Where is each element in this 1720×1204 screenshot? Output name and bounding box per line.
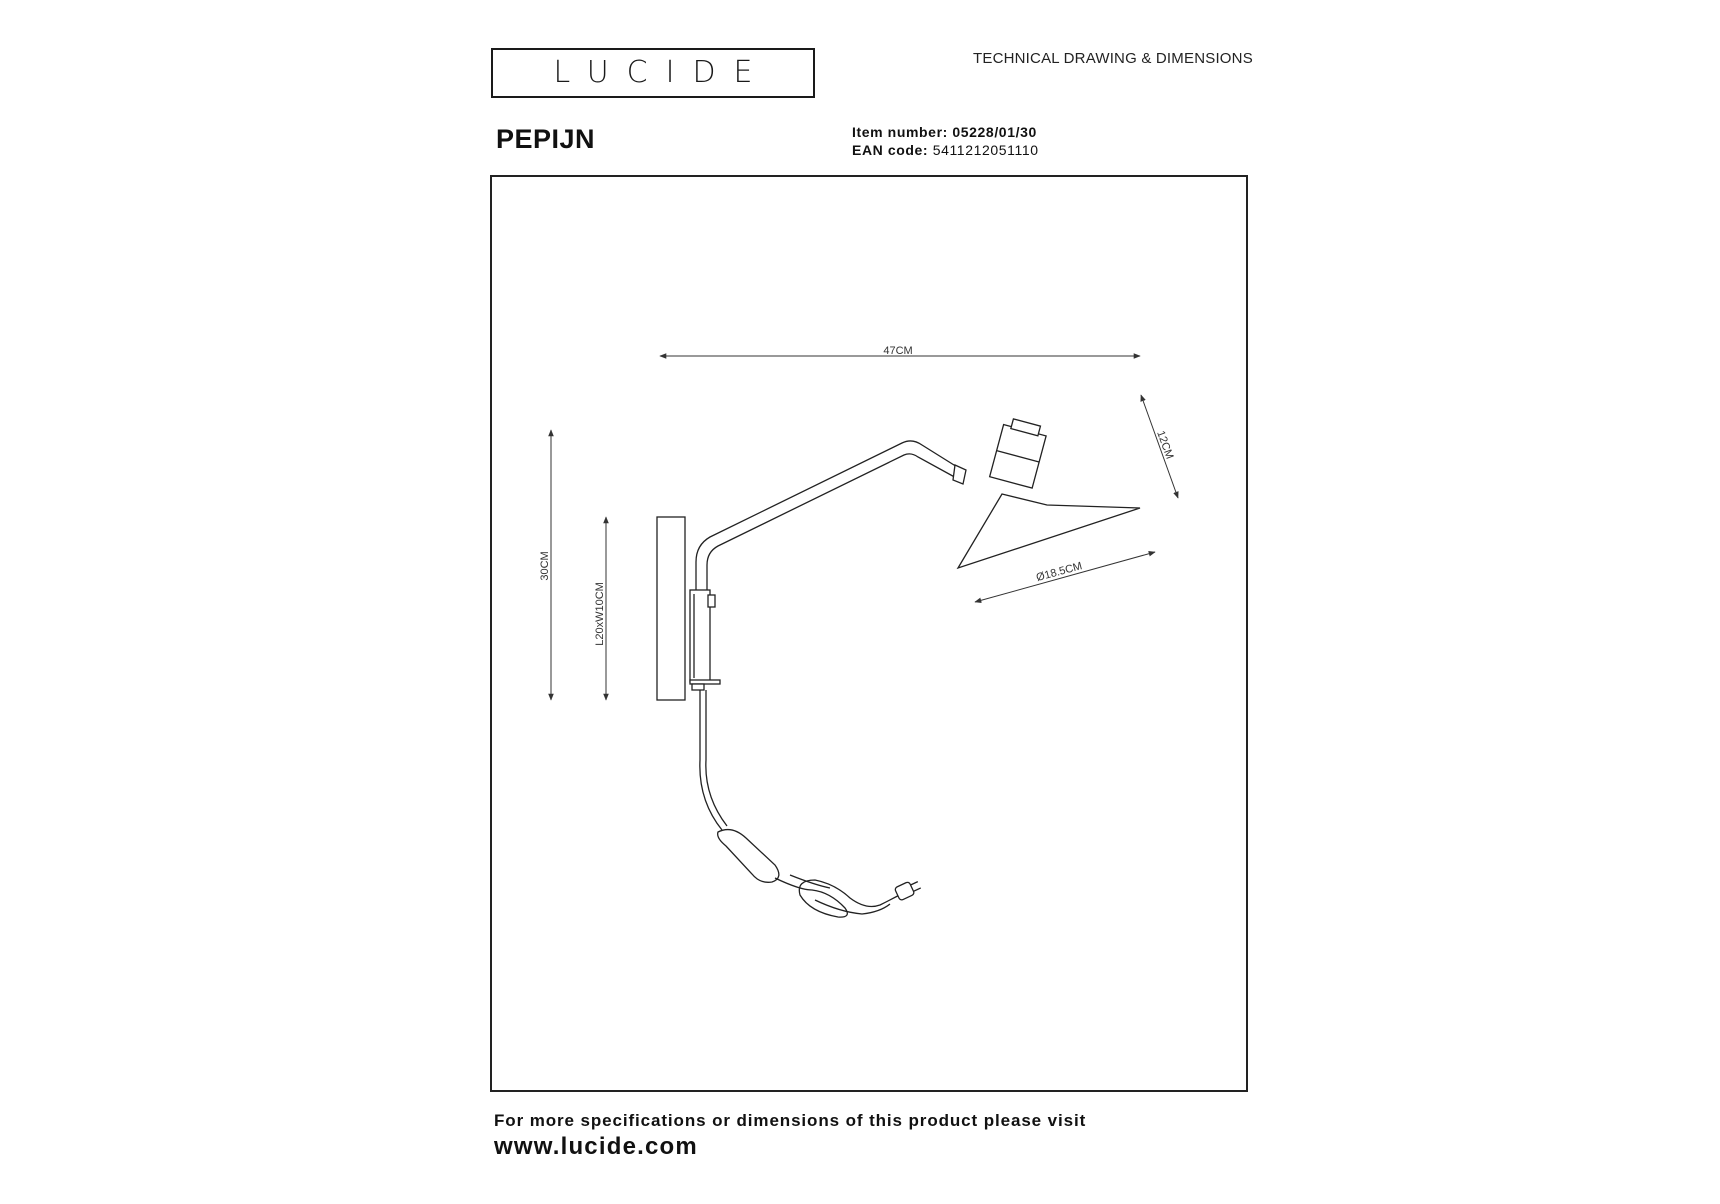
shade-diameter-dimension: Ø18.5CM (974, 550, 1156, 604)
drawing-frame (490, 175, 1248, 1092)
width-label: 47CM (883, 345, 912, 357)
document-title: TECHNICAL DRAWING & DIMENSIONS (973, 50, 1253, 67)
power-cable (699, 690, 723, 831)
shade-height-label: 12CM (1154, 429, 1175, 461)
brand-logo: LUCIDE (491, 48, 815, 98)
wall-backplate (656, 516, 686, 701)
product-name: PEPIJN (496, 124, 596, 154)
item-number-value: 05228/01/30 (952, 124, 1037, 140)
lamp-arm (695, 440, 963, 563)
ean-code: EAN code: 5411212051110 (852, 142, 1039, 158)
lamp-illustration (656, 418, 1141, 918)
shade-diameter-label: Ø18.5CM (1035, 560, 1084, 584)
ean-code-value: 5411212051110 (932, 142, 1039, 158)
backplate-label: L20xW10CM (594, 582, 606, 646)
shade-socket (988, 418, 1047, 489)
shade-height-dimension: 12CM (1140, 394, 1179, 499)
backplate-dimension: L20xW10CM (594, 516, 609, 701)
fixture-body (689, 589, 711, 683)
lamp-shade (956, 493, 1141, 570)
height-label: 30CM (539, 551, 551, 580)
logo-text: LUCIDE (553, 55, 771, 90)
inline-switch (717, 828, 780, 883)
item-number: Item number: 05228/01/30 (852, 124, 1037, 140)
item-number-label: Item number: (852, 124, 948, 140)
coiled-cable (774, 877, 906, 918)
width-dimension: 47CM (659, 345, 1141, 359)
footer-url[interactable]: www.lucide.com (494, 1133, 698, 1160)
footer-text: For more specifications or dimensions of… (494, 1111, 1087, 1130)
power-plug (894, 881, 922, 901)
switch-knob (707, 594, 716, 608)
height-dimension: 30CM (539, 429, 554, 701)
ean-code-label: EAN code: (852, 142, 929, 158)
